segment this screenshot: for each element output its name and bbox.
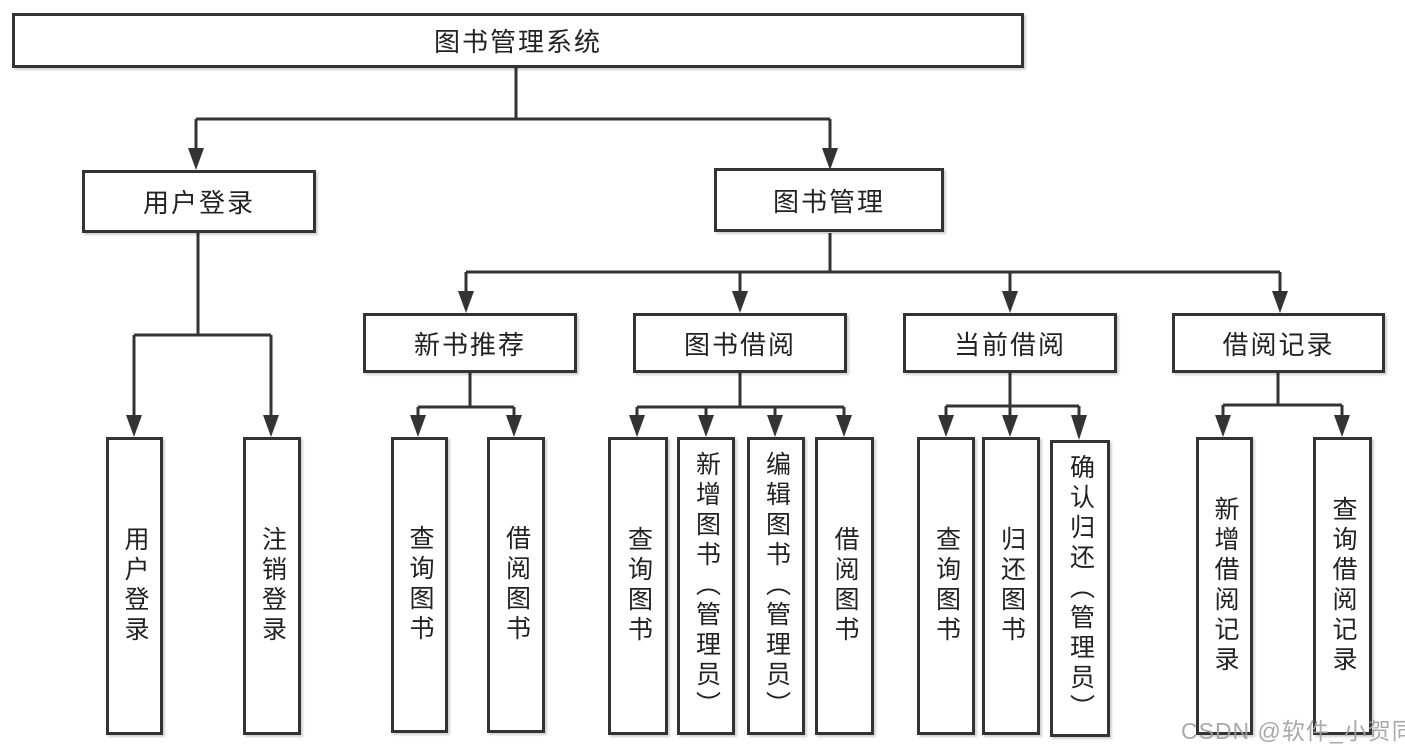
leaf-borrow-query-label: 查询图书 bbox=[624, 526, 653, 646]
node-borrow-record-label: 借阅记录 bbox=[1222, 329, 1335, 360]
node-book-mgmt-label: 图书管理 bbox=[772, 186, 885, 217]
leaf-newbook-borrow: 借阅图书 bbox=[487, 437, 545, 733]
leaf-current-return: 归还图书 bbox=[982, 437, 1040, 735]
leaf-record-add-label: 新增借阅记录 bbox=[1211, 496, 1239, 676]
node-user-login: 用户登录 bbox=[82, 170, 316, 233]
connector-new-book-to-leaves bbox=[410, 373, 522, 437]
leaf-borrow-add-admin: 新增图书（管理员） bbox=[677, 437, 735, 735]
node-root-system-label: 图书管理系统 bbox=[433, 27, 602, 57]
node-new-book-rec: 新书推荐 bbox=[363, 313, 577, 373]
node-current-borrow-label: 当前借阅 bbox=[953, 329, 1066, 360]
leaf-borrow-book-label: 借阅图书 bbox=[831, 526, 859, 646]
leaf-newbook-query-label: 查询图书 bbox=[406, 525, 434, 645]
node-new-book-rec-label: 新书推荐 bbox=[413, 329, 526, 360]
csdn-watermark: CSDN @软件_小贺同学 bbox=[1181, 718, 1405, 744]
leaf-record-add: 新增借阅记录 bbox=[1196, 437, 1253, 735]
leaf-borrow-query: 查询图书 bbox=[608, 437, 668, 735]
leaf-newbook-borrow-label: 借阅图书 bbox=[502, 525, 531, 645]
connector-current-borrow-to-leaves bbox=[938, 373, 1087, 440]
connector-user-login-to-leaves bbox=[126, 233, 279, 437]
node-root-system: 图书管理系统 bbox=[12, 13, 1024, 68]
connector-book-mgmt-to-sections bbox=[458, 233, 1288, 313]
leaf-borrow-edit-admin: 编辑图书（管理员） bbox=[747, 437, 805, 735]
node-book-mgmt: 图书管理 bbox=[714, 168, 944, 232]
node-current-borrow: 当前借阅 bbox=[903, 313, 1117, 373]
leaf-user-login-label: 用户登录 bbox=[121, 526, 149, 646]
leaf-record-query-label: 查询借阅记录 bbox=[1329, 496, 1357, 676]
leaf-logout: 注销登录 bbox=[243, 437, 301, 735]
leaf-logout-label: 注销登录 bbox=[258, 526, 287, 646]
leaf-current-return-label: 归还图书 bbox=[997, 526, 1026, 646]
leaf-user-login: 用户登录 bbox=[106, 437, 163, 735]
connector-book-borrow-to-leaves bbox=[629, 373, 852, 437]
leaf-current-query-label: 查询图书 bbox=[932, 526, 961, 646]
node-borrow-record: 借阅记录 bbox=[1172, 313, 1385, 373]
leaf-current-query: 查询图书 bbox=[917, 437, 975, 735]
leaf-newbook-query: 查询图书 bbox=[391, 437, 448, 733]
leaf-current-confirm-admin: 确认归还（管理员） bbox=[1050, 440, 1110, 737]
node-book-borrow-label: 图书借阅 bbox=[683, 329, 796, 360]
node-user-login-label: 用户登录 bbox=[142, 188, 255, 218]
connector-borrow-record-to-leaves bbox=[1215, 373, 1350, 437]
leaf-record-query: 查询借阅记录 bbox=[1313, 437, 1372, 735]
leaf-borrow-edit-admin-label: 编辑图书（管理员） bbox=[762, 451, 791, 721]
connector-root-to-level2 bbox=[188, 68, 838, 170]
node-book-borrow: 图书借阅 bbox=[633, 313, 847, 373]
leaf-borrow-book: 借阅图书 bbox=[815, 437, 874, 735]
leaf-borrow-add-admin-label: 新增图书（管理员） bbox=[692, 451, 721, 721]
leaf-current-confirm-admin-label: 确认归还（管理员） bbox=[1066, 453, 1095, 724]
